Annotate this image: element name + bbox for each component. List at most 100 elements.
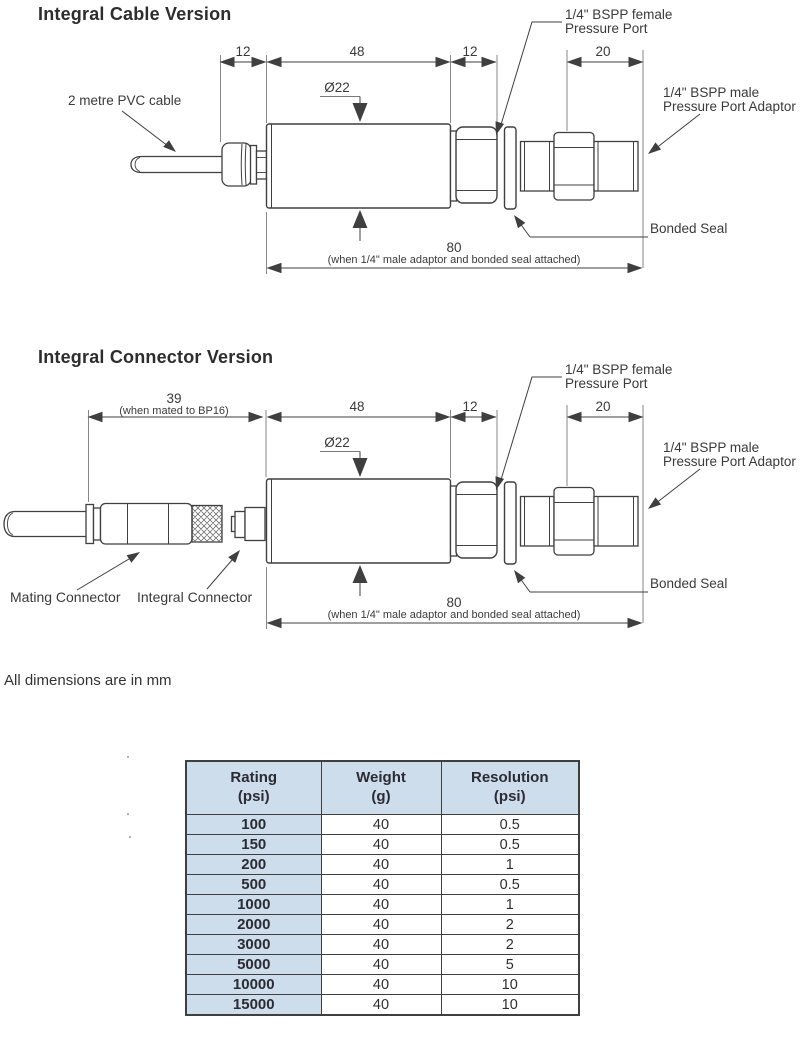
- rating-spec-table: Rating(psi) Weight(g) Resolution(psi) 10…: [185, 760, 580, 1016]
- integral-connector-version-drawing: Ø22 39 (when mated to BP16) 48 12 20 80 …: [3, 362, 796, 629]
- rating-cell: 15000: [185, 994, 322, 1016]
- mating-connector-label: Mating Connector: [10, 589, 121, 605]
- female-port-label-1: 1/4" BSPP female: [565, 7, 672, 22]
- cable-label: 2 metre PVC cable: [68, 93, 181, 108]
- diagram2-title: Integral Connector Version: [38, 347, 274, 367]
- weight-cell: 40: [320, 874, 442, 895]
- male-adaptor-leader: 1/4" BSPP male Pressure Port Adaptor: [648, 85, 796, 154]
- bonded-seal-washer: [503, 481, 517, 565]
- dim-80-note: (when 1/4" male adaptor and bonded seal …: [328, 254, 581, 266]
- rating-cell: 5000: [185, 954, 322, 975]
- rating-cell: 500: [185, 874, 322, 895]
- resolution-cell: 5: [440, 954, 580, 975]
- print-speck: [129, 836, 131, 838]
- male-adaptor-leader: 1/4" BSPP male Pressure Port Adaptor: [648, 440, 796, 509]
- cable-leader: 2 metre PVC cable: [68, 93, 181, 152]
- extension-lines: [220, 50, 644, 274]
- male-adaptor-label-2: Pressure Port Adaptor: [663, 99, 796, 114]
- resolution-cell: 10: [440, 974, 580, 995]
- bonded-seal-washer: [503, 126, 517, 210]
- rating-cell: 200: [185, 854, 322, 875]
- dim-80: 80: [446, 595, 461, 610]
- bonded-seal-leader: Bonded Seal: [514, 570, 727, 593]
- resolution-cell: 0.5: [440, 814, 580, 835]
- rating-cell: 150: [185, 834, 322, 855]
- header-rating: Rating(psi): [185, 760, 322, 815]
- rating-cell: 3000: [185, 934, 322, 955]
- resolution-cell: 10: [440, 994, 580, 1016]
- dim-39: 39: [166, 391, 181, 406]
- bonded-seal-leader: Bonded Seal: [514, 215, 727, 238]
- weight-cell: 40: [320, 934, 442, 955]
- resolution-cell: 2: [440, 914, 580, 935]
- resolution-cell: 0.5: [440, 834, 580, 855]
- dimensions-note: All dimensions are in mm: [4, 672, 172, 689]
- male-port-adaptor: [519, 131, 639, 201]
- diagram1-title: Integral Cable Version: [38, 4, 232, 24]
- weight-cell: 40: [320, 854, 442, 875]
- male-port-adaptor: [519, 486, 639, 556]
- print-speck: [127, 756, 129, 758]
- resolution-cell: 1: [440, 894, 580, 915]
- dim-39-note: (when mated to BP16): [119, 405, 228, 417]
- header-weight: Weight(g): [320, 760, 442, 815]
- connector-cable: [3, 510, 86, 538]
- male-adaptor-label-1: 1/4" BSPP male: [663, 440, 759, 455]
- dim-20: 20: [595, 399, 610, 414]
- dimension-lines: [219, 56, 644, 274]
- dim-20: 20: [595, 44, 610, 59]
- bonded-seal-label: Bonded Seal: [650, 221, 727, 236]
- male-adaptor-label-1: 1/4" BSPP male: [663, 85, 759, 100]
- dim-12-right: 12: [462, 44, 477, 59]
- dim-48: 48: [349, 399, 364, 414]
- female-port-label-2: Pressure Port: [565, 21, 648, 36]
- dim-48: 48: [349, 44, 364, 59]
- mating-connector: [85, 502, 223, 545]
- integral-connector-label: Integral Connector: [137, 589, 253, 605]
- dim-12: 12: [462, 399, 477, 414]
- rating-cell: 10000: [185, 974, 322, 995]
- print-speck: [127, 813, 129, 815]
- hex-port-nut: [449, 126, 498, 204]
- integral-connector-leader: Integral Connector: [137, 550, 253, 605]
- dim-diameter: Ø22: [324, 435, 350, 450]
- male-adaptor-label-2: Pressure Port Adaptor: [663, 454, 796, 469]
- resolution-cell: 2: [440, 934, 580, 955]
- rating-cell: 2000: [185, 914, 322, 935]
- transducer-body: [265, 478, 452, 564]
- weight-cell: 40: [320, 994, 442, 1016]
- pvc-cable: [130, 155, 222, 174]
- dimension-lines: [87, 411, 644, 629]
- transducer-body: [265, 123, 452, 209]
- female-port-leader: 1/4" BSPP female Pressure Port: [495, 7, 672, 135]
- weight-cell: 40: [320, 814, 442, 835]
- bonded-seal-label: Bonded Seal: [650, 576, 727, 591]
- weight-cell: 40: [320, 834, 442, 855]
- dim-80-note: (when 1/4" male adaptor and bonded seal …: [328, 609, 581, 621]
- diameter-callout: Ø22: [320, 80, 368, 241]
- header-resolution: Resolution(psi): [440, 760, 580, 815]
- diameter-callout: Ø22: [320, 435, 368, 596]
- dim-12-left: 12: [235, 44, 250, 59]
- female-port-leader: 1/4" BSPP female Pressure Port: [495, 362, 672, 490]
- female-port-label-2: Pressure Port: [565, 376, 648, 391]
- dim-80: 80: [446, 240, 461, 255]
- resolution-cell: 0.5: [440, 874, 580, 895]
- hex-port-nut: [449, 481, 498, 559]
- weight-cell: 40: [320, 894, 442, 915]
- weight-cell: 40: [320, 974, 442, 995]
- rating-cell: 1000: [185, 894, 322, 915]
- table-header-row: Rating(psi) Weight(g) Resolution(psi): [185, 760, 580, 815]
- mating-connector-leader: Mating Connector: [10, 552, 140, 605]
- extension-lines: [88, 405, 644, 629]
